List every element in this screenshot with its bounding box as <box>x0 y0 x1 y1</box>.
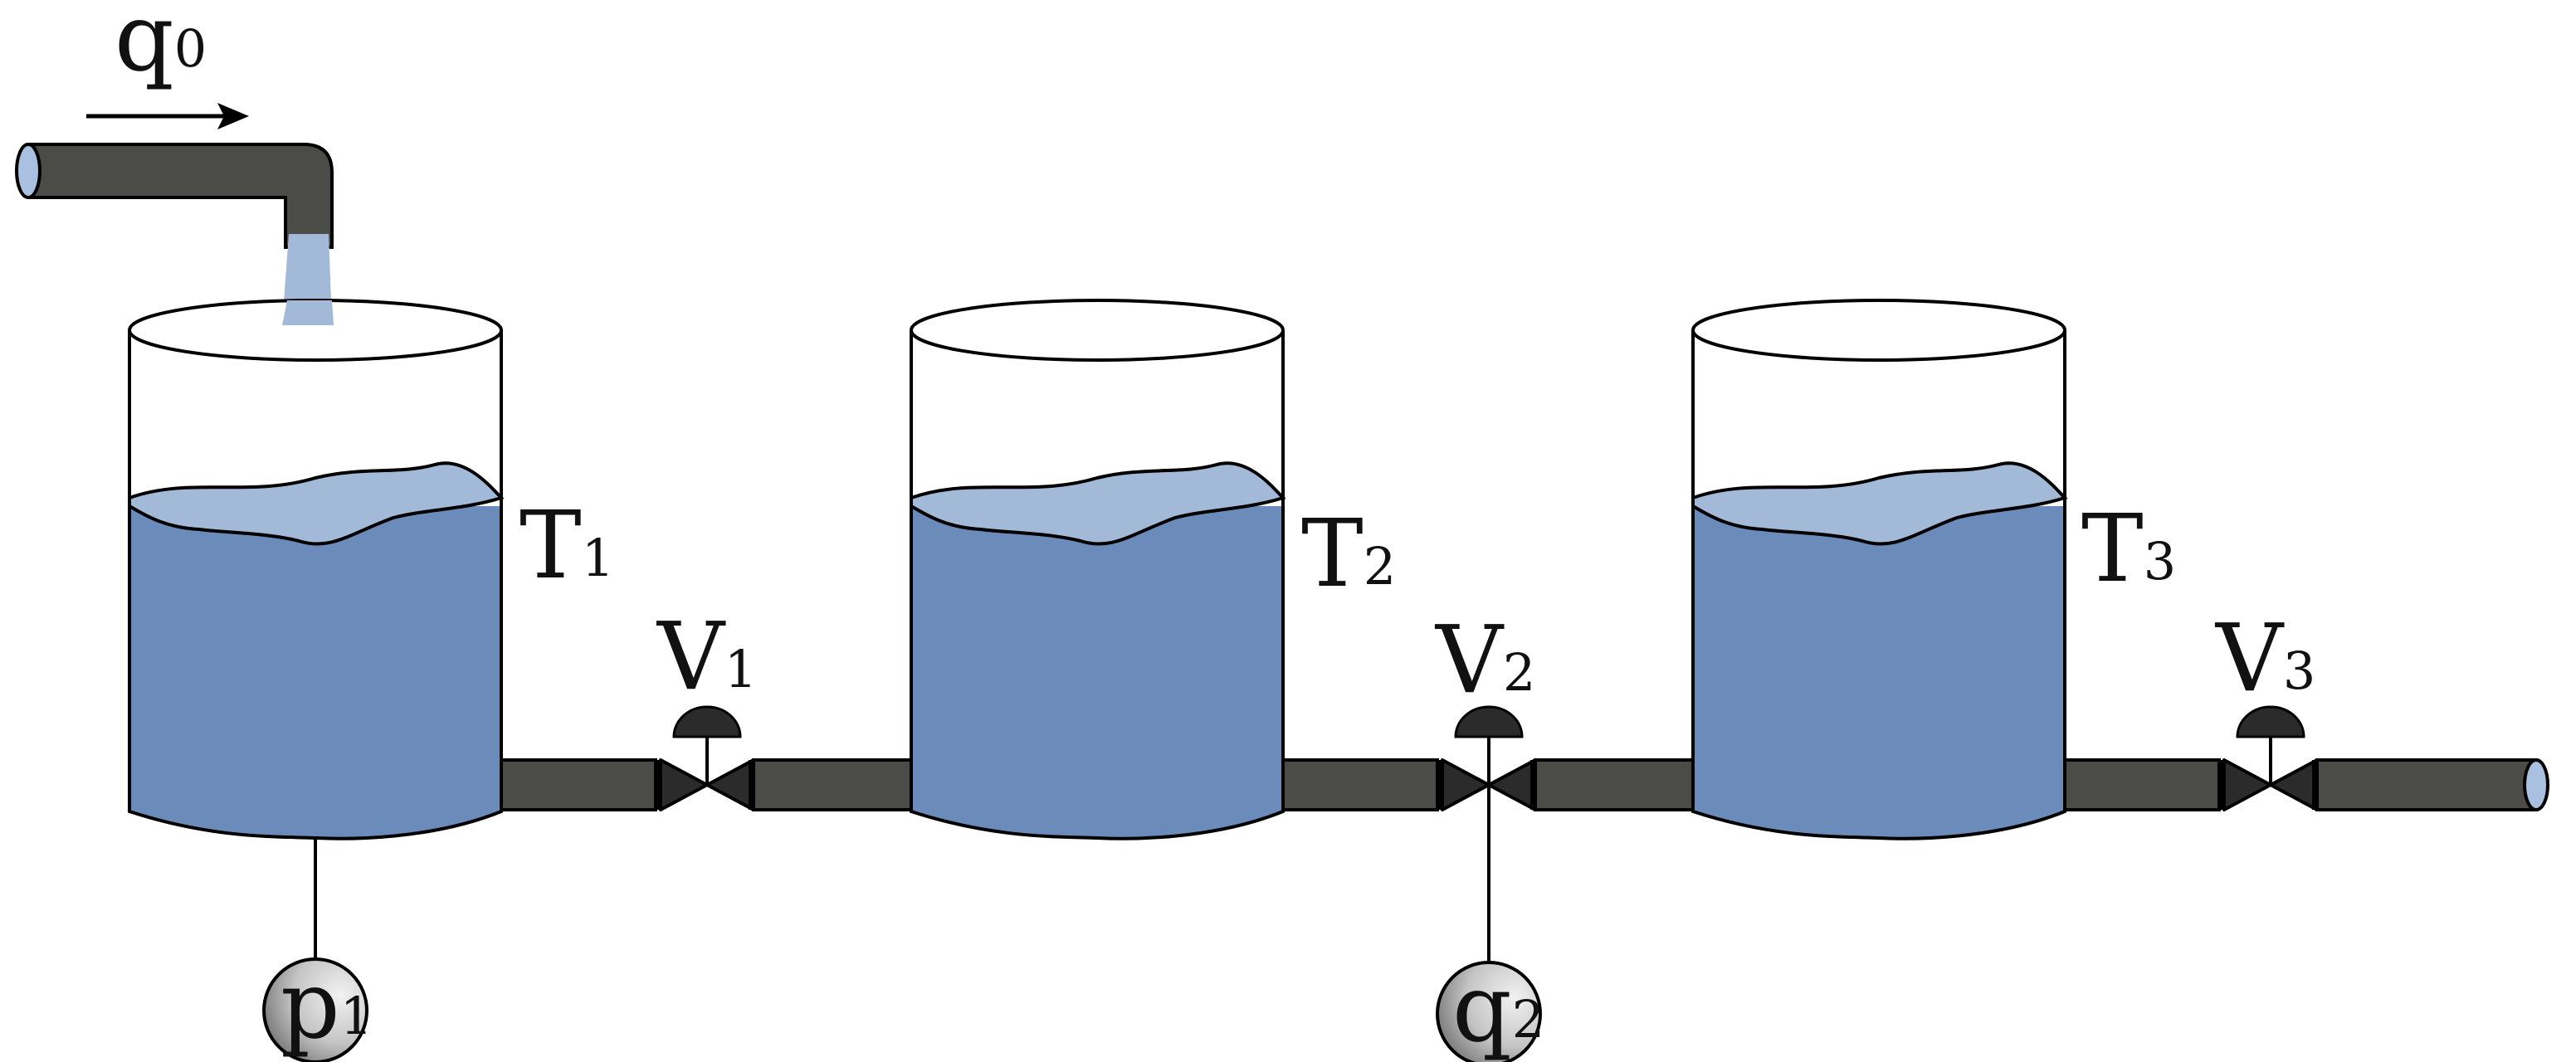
tank-3-rim <box>1691 299 2066 362</box>
label-p1-sub: 1 <box>340 986 373 1046</box>
valve-3-actuator <box>2236 705 2305 738</box>
tank-1 <box>128 299 505 840</box>
label-v2-sub: 2 <box>1503 642 1535 703</box>
label-t3-main: T <box>2081 495 2144 603</box>
pipe-t2-v2 <box>1281 758 1439 811</box>
tank-1-water-surface <box>128 461 505 546</box>
pipe-v1-t2 <box>752 758 913 811</box>
tank-1-inflow-splash <box>282 300 334 325</box>
valve-2 <box>1437 705 1537 811</box>
label-v1-main: V <box>656 603 726 711</box>
tank-3-outline <box>1691 330 2066 840</box>
label-p1-main: p <box>281 952 340 1060</box>
label-v2: V2 <box>1434 607 1535 714</box>
tank-2 <box>910 299 1286 840</box>
tank-2-water-surface <box>910 461 1286 546</box>
label-v2-main: V <box>1434 607 1505 714</box>
valve-1-actuator <box>672 705 742 738</box>
tank-3-water-surface <box>1691 461 2068 546</box>
pipe-t3-v3 <box>2063 758 2221 811</box>
label-v1-sub: 1 <box>724 639 757 699</box>
outlet-pipe-opening <box>2523 758 2549 811</box>
label-t1-sub: 1 <box>582 528 614 588</box>
outlet-pipe <box>2315 758 2538 811</box>
label-q2-sub: 2 <box>1512 989 1544 1050</box>
pipe-v2-t3 <box>1534 758 1695 811</box>
label-q0-sub: 0 <box>174 18 207 79</box>
label-v1: V1 <box>656 603 757 711</box>
label-v3-main: V <box>2214 605 2285 713</box>
label-t3: T3 <box>2081 495 2176 603</box>
inlet-flow-arrow <box>86 103 249 129</box>
inlet-pipe-opening <box>15 143 41 199</box>
tank-2-outline <box>910 330 1285 840</box>
label-t2: T2 <box>1301 500 1396 608</box>
sensor-q2-circle <box>1436 961 1542 1062</box>
sensor-p1: p1 <box>262 838 373 1062</box>
label-t1: T1 <box>520 492 614 600</box>
inlet-pipe <box>15 143 334 249</box>
tank-2-rim <box>910 299 1285 362</box>
valve-2-actuator <box>1454 705 1524 738</box>
label-t1-main: T <box>520 492 582 600</box>
connecting-pipes <box>500 758 2538 811</box>
tank-3 <box>1691 299 2068 840</box>
label-q2-main: q <box>1452 955 1512 1062</box>
label-v3: V3 <box>2214 605 2315 713</box>
tank-1-water <box>129 506 501 839</box>
sensor-p1-circle <box>262 957 368 1062</box>
label-t2-main: T <box>1301 500 1364 608</box>
label-v3-sub: 3 <box>2283 641 2315 701</box>
valve-1 <box>656 705 755 811</box>
label-t2-sub: 2 <box>1364 536 1396 597</box>
label-t3-sub: 3 <box>2144 531 2176 592</box>
valve-3 <box>2219 705 2319 811</box>
tank-3-water <box>1693 506 2065 839</box>
label-q0: q0 <box>115 0 207 92</box>
label-q2: q2 <box>1452 955 1544 1062</box>
tank-2-water <box>911 506 1283 839</box>
sensor-q2: q2 <box>1436 737 1544 1062</box>
label-p1: p1 <box>281 952 373 1060</box>
pipe-t1-v1 <box>500 758 657 811</box>
label-q0-main: q <box>115 0 174 92</box>
